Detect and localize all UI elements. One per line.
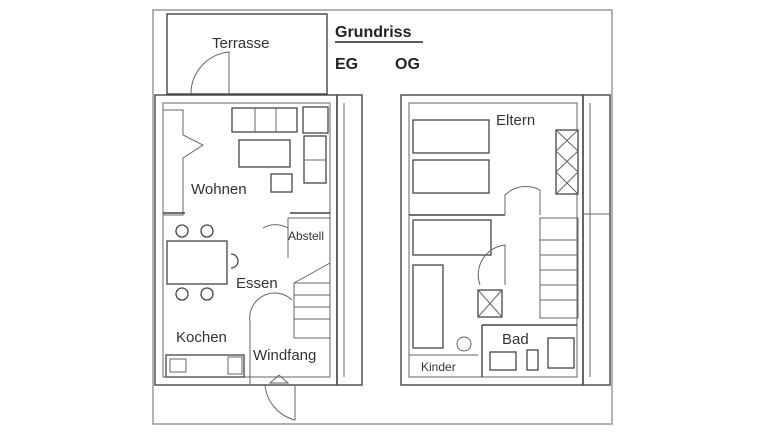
- stove: [227, 356, 243, 375]
- room-label-dining: Essen: [236, 275, 278, 292]
- entrance-arrow-icon: [268, 374, 290, 384]
- eg-inner-wall: [162, 102, 331, 378]
- chair: [200, 224, 214, 238]
- plant: [456, 336, 472, 352]
- room-label-living: Wohnen: [191, 181, 247, 198]
- ground-floor-plan: Wohnen Essen Abstell Windfang Kochen: [154, 13, 363, 421]
- plan-title: Grundriss: [335, 24, 412, 41]
- room-label-vestibule: Windfang: [253, 347, 316, 364]
- eg-neighbor-wall: [336, 94, 363, 386]
- coffee-table: [238, 139, 291, 168]
- frame: [152, 9, 613, 425]
- entrance-door-swing: [264, 384, 296, 421]
- bed: [412, 119, 490, 154]
- room-label-storage: Abstell: [288, 229, 324, 243]
- room-label-terrace: Terrasse: [212, 35, 270, 52]
- floor-label-og: OG: [395, 56, 420, 73]
- floor-label-eg: EG: [335, 56, 358, 73]
- upper-floor-plan: Eltern Bad Kinder: [400, 94, 611, 386]
- sink: [169, 358, 187, 373]
- washbasin: [489, 351, 517, 371]
- chair: [230, 253, 239, 269]
- room-label-parents: Eltern: [496, 112, 535, 129]
- bathtub: [547, 337, 575, 369]
- bed: [412, 264, 444, 349]
- chair: [175, 224, 189, 238]
- door-swing: [477, 244, 506, 286]
- stairs: [539, 217, 579, 319]
- terrace-outline: [166, 13, 328, 95]
- terrace-door-swing: [190, 51, 230, 95]
- sofa: [231, 107, 298, 133]
- door-swing: [504, 186, 541, 215]
- og-neighbor-wall: [582, 94, 611, 386]
- room-label-children: Kinder: [421, 360, 456, 374]
- chair: [175, 287, 189, 301]
- side-table: [302, 106, 329, 134]
- stool: [270, 173, 293, 193]
- fireplace: [163, 109, 205, 216]
- toilet: [526, 349, 539, 371]
- chair: [200, 287, 214, 301]
- dining-table: [166, 240, 228, 285]
- bed: [412, 159, 490, 194]
- windfang-door-swing: [249, 292, 293, 385]
- room-label-kitchen: Kochen: [176, 329, 227, 346]
- stairs: [293, 282, 331, 339]
- bed: [412, 219, 492, 256]
- room-label-bath: Bad: [502, 331, 529, 348]
